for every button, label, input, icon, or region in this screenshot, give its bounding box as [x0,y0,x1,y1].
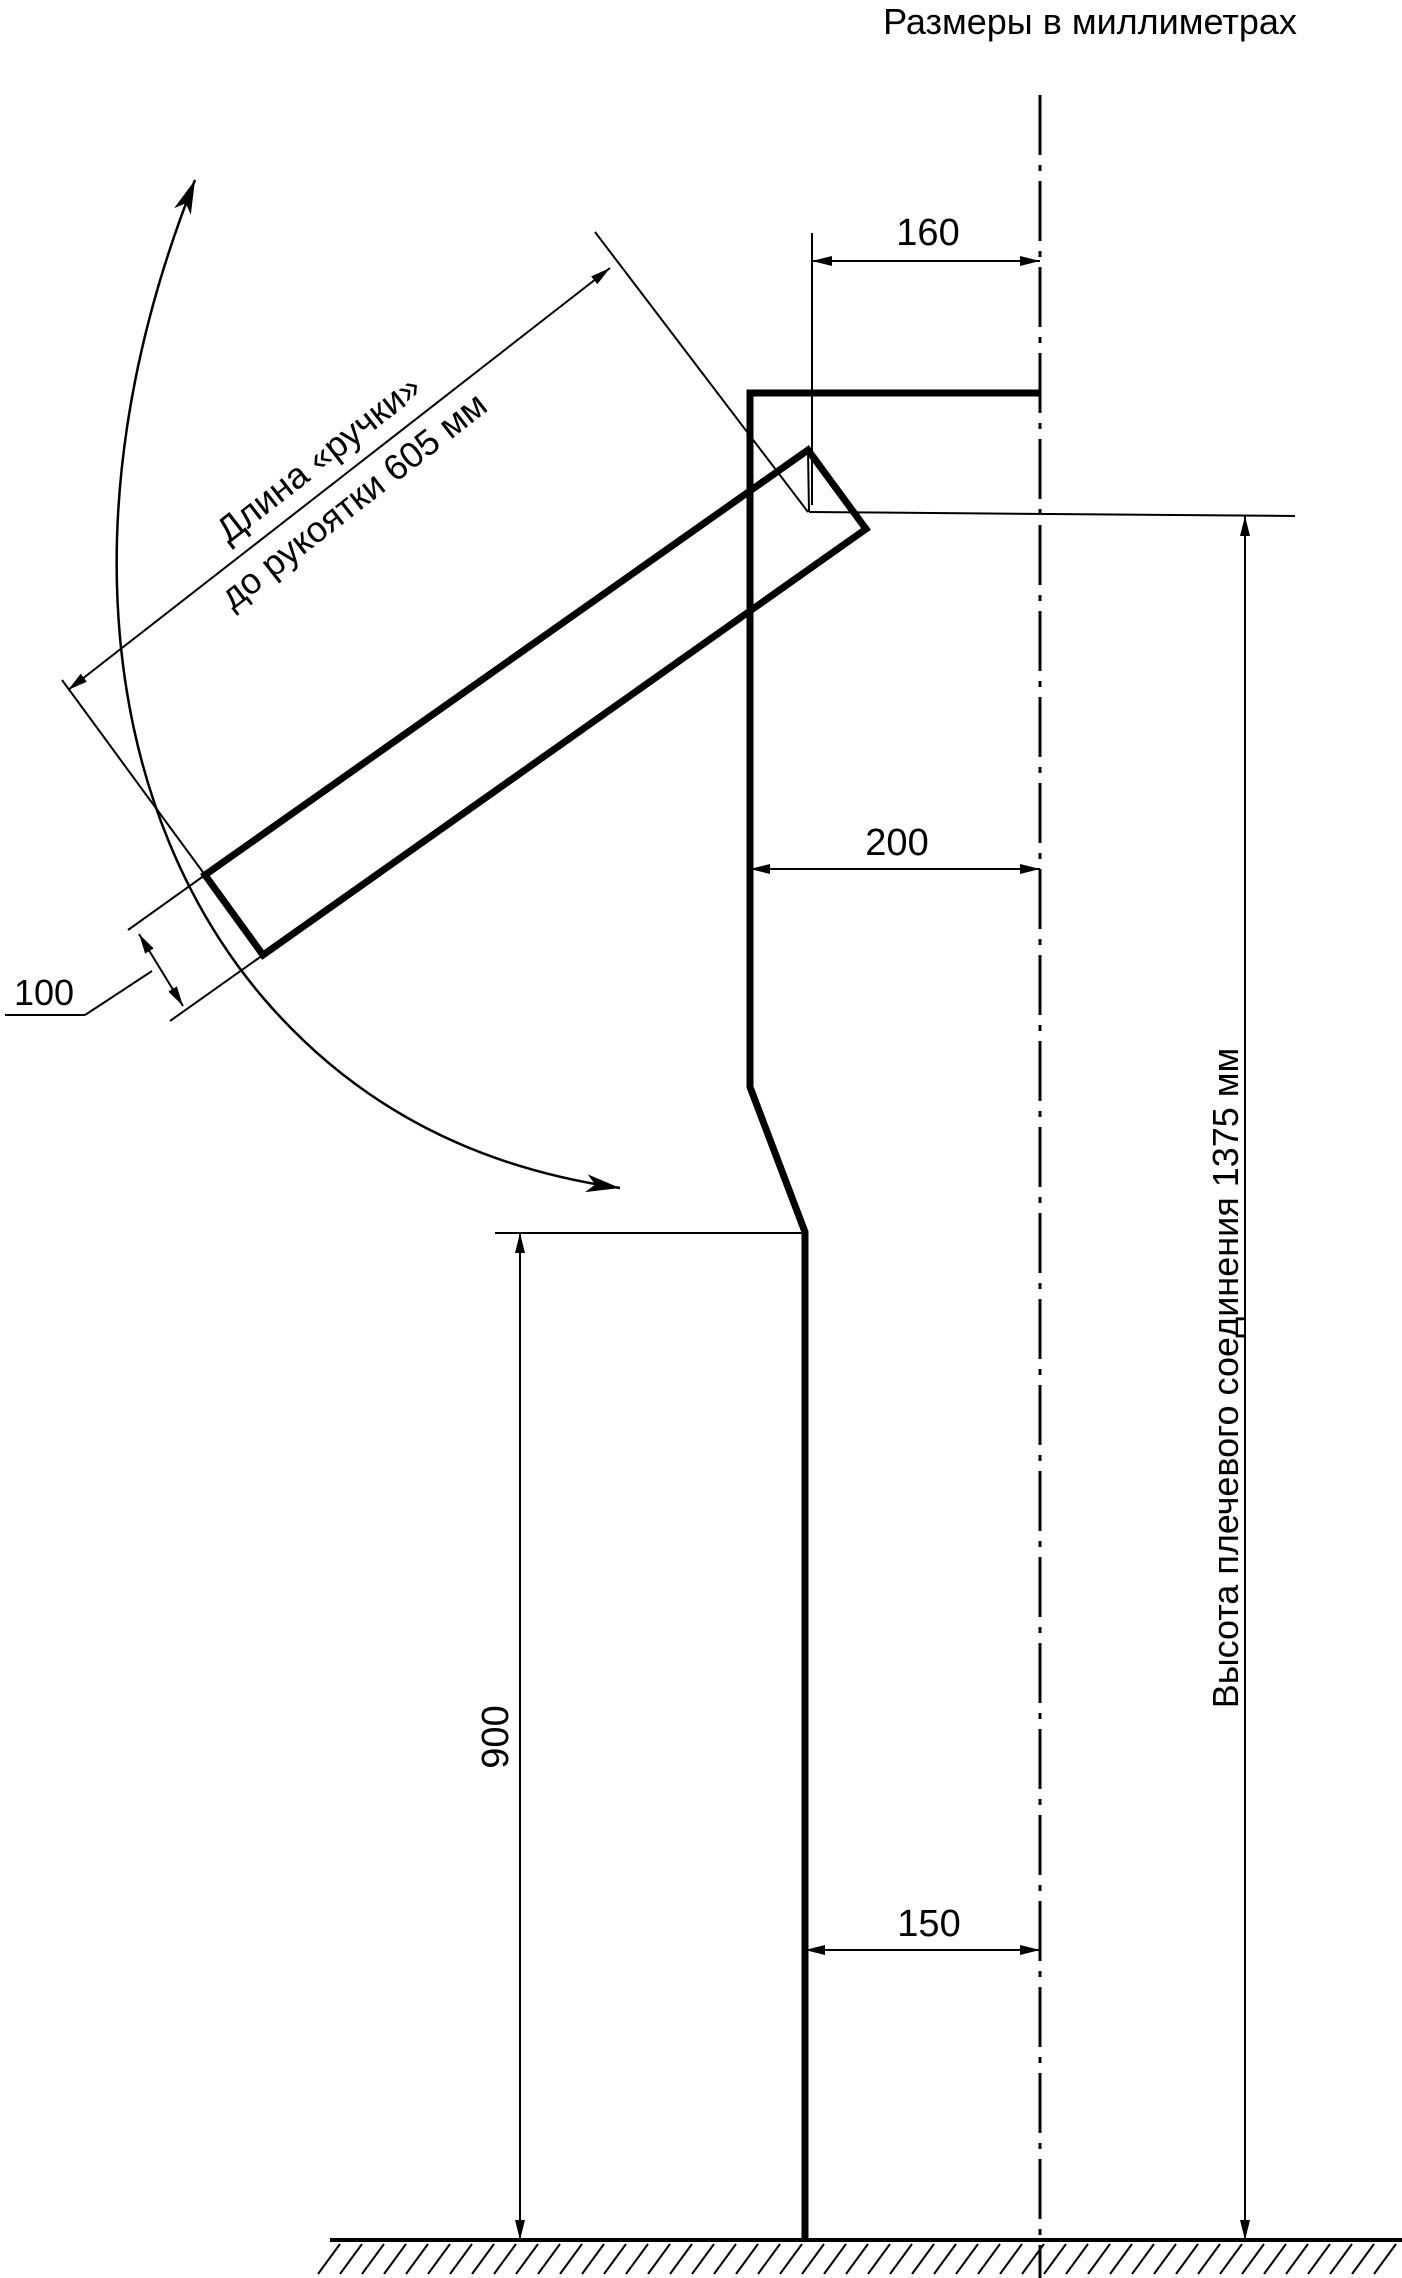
ground-hatch-stroke [801,2243,825,2275]
ground-hatch-stroke [1219,2243,1243,2275]
dimension-shoulder-height: Высота плечевого соединения 1375 мм [1205,516,1250,2240]
ground-hatch-stroke [339,2243,363,2275]
ground-hatch-stroke [1043,2243,1067,2275]
ground-hatch-stroke [1131,2243,1155,2275]
ground-hatch-stroke [1065,2243,1089,2275]
ground-hatch-stroke [317,2243,341,2275]
dimension-160: 160 [811,212,1040,505]
ground-hatch-stroke [383,2243,407,2275]
dimension-160-label: 160 [896,212,959,254]
ground-hatch-stroke [361,2243,385,2275]
dimension-150: 150 [805,1903,1040,1955]
ground-hatch-stroke [1263,2243,1287,2275]
ground-hatch-stroke [515,2243,539,2275]
ground-hatch-stroke [581,2243,605,2275]
ground-hatch-stroke [977,2243,1001,2275]
ground-hatch-stroke [1197,2243,1221,2275]
body-outline [746,389,1040,2240]
ground-hatch-stroke [845,2243,869,2275]
heading: Размеры в миллиметрах [883,1,1297,42]
ground-hatch-stroke [603,2243,627,2275]
ground-hatch-stroke [955,2243,979,2275]
dimension-200-label: 200 [865,822,928,864]
ground-hatch-stroke [1109,2243,1133,2275]
dimension-handle-length: Длина «ручки» до рукоятки 605 мм [61,231,809,876]
ground-hatch-stroke [1153,2243,1177,2275]
ground-hatch-stroke [1285,2243,1309,2275]
ground-hatch-stroke [889,2243,913,2275]
ground-hatch-stroke [713,2243,737,2275]
ground-hatch-stroke [647,2243,671,2275]
ground-hatch-stroke [559,2243,583,2275]
ground-hatch-stroke [669,2243,693,2275]
ground-hatch-stroke [757,2243,781,2275]
ground-hatch-stroke [537,2243,561,2275]
dimension-900-label: 900 [475,1705,517,1768]
ground-hatch-stroke [933,2243,957,2275]
dimension-900: 900 [475,1232,805,2240]
ground-hatch-stroke [779,2243,803,2275]
handle-end-line [808,511,1296,517]
dimension-200: 200 [750,822,1040,874]
ground-hatch-stroke [449,2243,473,2275]
rotation-arc [115,179,621,1193]
ground-hatch-stroke [999,2243,1023,2275]
ground-hatch-stroke [493,2243,517,2275]
shoulder-height-label: Высота плечевого соединения 1375 мм [1205,1048,1246,1709]
ground [317,2238,1402,2275]
ground-hatch-stroke [427,2243,451,2275]
ground-hatch-stroke [625,2243,649,2275]
ground-hatch-stroke [1307,2243,1331,2275]
handle-end-line [807,449,810,513]
ground-hatch-stroke [1021,2243,1045,2275]
ground-hatch-stroke [911,2243,935,2275]
ground-hatch-stroke [1373,2243,1397,2275]
ground-hatch-stroke [1329,2243,1353,2275]
ground-hatch-stroke [1351,2243,1375,2275]
ground-hatch-stroke [735,2243,759,2275]
ground-hatch-stroke [405,2243,429,2275]
ground-hatch-stroke [1087,2243,1111,2275]
ground-hatch-stroke [823,2243,847,2275]
ground-hatch-stroke [471,2243,495,2275]
dimension-100-label: 100 [14,972,74,1013]
ground-hatch-stroke [691,2243,715,2275]
dimension-150-label: 150 [897,1903,960,1945]
ground-hatch-stroke [1241,2243,1265,2275]
ground-hatch-stroke [867,2243,891,2275]
ground-hatch-stroke [1175,2243,1199,2275]
